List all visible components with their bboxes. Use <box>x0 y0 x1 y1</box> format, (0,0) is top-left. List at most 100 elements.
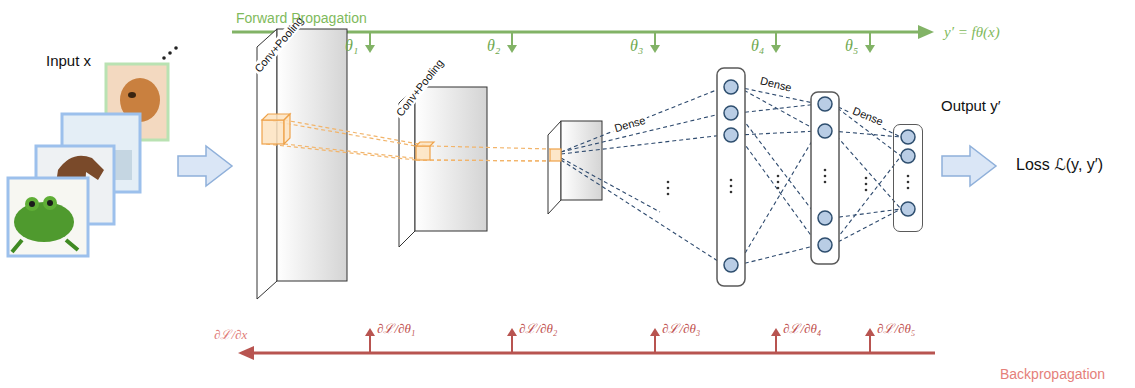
backprop-arrow <box>238 346 254 360</box>
parameter-label: θ₁ <box>345 37 358 55</box>
input-images <box>162 56 166 60</box>
input-images <box>128 92 136 98</box>
dense-connections <box>561 87 724 152</box>
conv-slab <box>548 121 602 214</box>
neuron <box>818 238 832 252</box>
model-formula: y′ = fθ(x) <box>944 24 1000 41</box>
phase-title: Forward Propagation <box>236 10 367 26</box>
conv-pooling-slab: Conv+Pooling <box>398 86 488 248</box>
forward-arrow <box>918 25 934 39</box>
conv-pooling-slab: Conv+Pooling <box>256 28 348 300</box>
neuron <box>724 258 738 272</box>
receptive-field-lines <box>430 146 550 149</box>
receptive-field-lines <box>266 144 416 160</box>
dense-connections <box>832 131 901 137</box>
parameter-label: θ₂ <box>487 37 500 55</box>
slab-outline <box>398 86 488 248</box>
dense-connections <box>561 160 724 265</box>
ellipsis-dots <box>777 187 780 190</box>
neuron <box>724 106 738 120</box>
dense-connections <box>832 156 901 245</box>
input-images <box>47 200 53 206</box>
forward-arrow <box>869 33 871 46</box>
forward-arrow <box>369 33 371 46</box>
output-layer: Output y′ <box>893 124 923 232</box>
gradient-label: ∂ℒ/∂θ₅ <box>877 322 915 337</box>
dense-connections <box>832 131 901 209</box>
neuron <box>901 149 915 163</box>
dense-connections <box>832 209 901 245</box>
dense-connections <box>738 245 818 265</box>
gradient-label: ∂ℒ/∂θ₂ <box>519 322 557 337</box>
ellipsis-dots <box>907 175 910 178</box>
conv-slab <box>548 121 561 214</box>
output-label: Output y′ <box>941 98 1001 115</box>
input-images <box>12 240 78 252</box>
ellipsis-dots <box>865 177 868 180</box>
receptive-field-cube <box>262 114 561 161</box>
dense-connections <box>832 209 901 218</box>
ellipsis-dots <box>777 175 780 178</box>
gradient-label: ∂ℒ/∂x <box>214 328 247 343</box>
dense-layer <box>811 92 839 264</box>
dense-connections <box>561 113 724 152</box>
forward-arrow <box>511 33 513 46</box>
forward-arrow <box>865 45 875 53</box>
layer-type: Dense <box>757 74 795 95</box>
gradient-label: ∂ℒ/∂θ₄ <box>783 322 821 337</box>
ellipsis-dots <box>907 181 910 184</box>
input-images <box>14 202 74 242</box>
dense-connections <box>738 135 818 245</box>
parameter-label: θ₅ <box>845 37 858 55</box>
dense-connections <box>561 135 724 154</box>
backprop-arrow <box>369 335 371 352</box>
receptive-field-lines <box>266 120 550 161</box>
ellipsis-dots <box>907 187 910 190</box>
ellipsis-dots <box>865 189 868 192</box>
dense-connections <box>738 131 818 265</box>
neuron <box>818 97 832 111</box>
backprop-arrow <box>654 335 656 352</box>
backprop-arrow <box>238 328 935 360</box>
receptive-field-lines <box>284 144 430 160</box>
receptive-field-cube <box>550 149 561 161</box>
conv-slab <box>561 121 602 200</box>
block-arrow <box>178 146 232 186</box>
dense-connections <box>561 158 660 212</box>
dense-connections <box>832 104 901 137</box>
forward-arrow <box>365 45 375 53</box>
backprop-arrow <box>507 328 517 336</box>
ellipsis-dots <box>730 179 733 182</box>
ellipsis-dots <box>824 175 827 178</box>
forward-arrow <box>771 45 781 53</box>
dense-connections <box>738 104 818 113</box>
input-images <box>29 201 35 207</box>
forward-arrow <box>650 45 660 53</box>
backprop-arrow <box>650 328 660 336</box>
slab-face <box>277 29 347 281</box>
slab-face <box>415 87 487 231</box>
neuron <box>724 128 738 142</box>
backprop-arrow <box>252 352 935 355</box>
input-images <box>168 51 172 55</box>
ellipsis-dots <box>667 193 670 196</box>
ellipsis-dots <box>777 181 780 184</box>
receptive-field-cube <box>284 114 290 144</box>
receptive-field-lines <box>416 160 550 161</box>
ellipsis-dots <box>730 185 733 188</box>
forward-arrow <box>654 33 656 46</box>
ellipsis-dots <box>824 169 827 172</box>
backprop-arrow <box>511 335 513 352</box>
backprop-arrow <box>865 328 875 336</box>
gradient-label: ∂ℒ/∂θ₁ <box>377 322 415 337</box>
neuron <box>818 124 832 138</box>
neuron <box>724 80 915 272</box>
backprop-arrow <box>771 328 781 336</box>
layer-type: Dense <box>849 104 887 129</box>
receptive-field-lines <box>284 120 430 146</box>
ellipsis-dots <box>865 183 868 186</box>
ellipsis-dots <box>824 181 827 184</box>
neuron <box>724 80 738 94</box>
parameter-label: θ₃ <box>630 37 643 55</box>
dense-connections <box>738 113 818 218</box>
